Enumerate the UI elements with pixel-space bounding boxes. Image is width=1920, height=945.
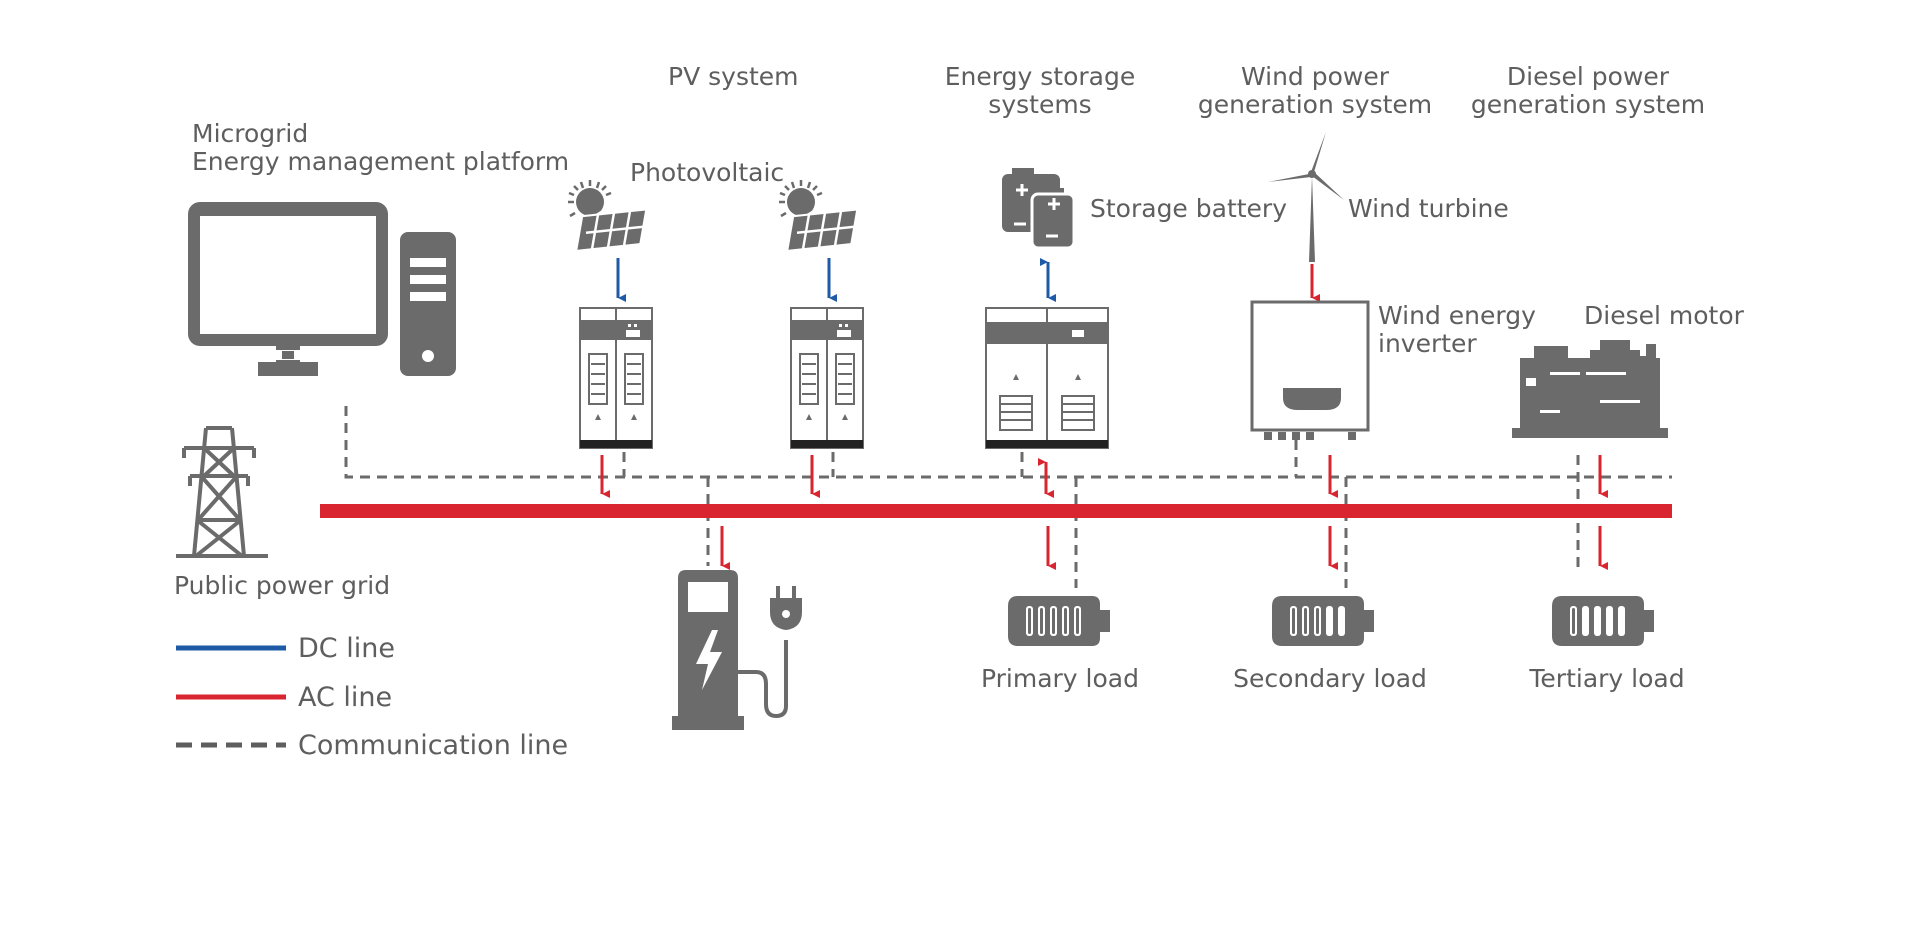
power-tower-icon	[176, 426, 268, 558]
solar-panel-icon	[777, 178, 863, 253]
battery-icon	[1002, 168, 1076, 250]
load-icon	[1272, 596, 1374, 646]
wind-inverter-label-line1: Wind energy	[1378, 301, 1536, 330]
ems-label-line2: Energy management platform	[192, 147, 570, 176]
diesel-label-line1: Diesel power	[1506, 62, 1670, 91]
ev-charger-icon	[672, 570, 788, 730]
diesel-generator-icon	[1512, 340, 1668, 438]
public-grid-label: Public power grid	[174, 571, 391, 600]
wind-inverter-label-line2: inverter	[1378, 329, 1477, 358]
wind-turbine-label: Wind turbine	[1348, 194, 1509, 223]
tertiary-load-label: Tertiary load	[1529, 664, 1685, 693]
diesel-motor-label: Diesel motor	[1584, 301, 1744, 330]
diesel-label-line2: generation system	[1470, 90, 1706, 119]
pc-tower-icon	[400, 232, 456, 376]
load-icon	[1552, 596, 1654, 646]
pv-inverter-cabinet	[579, 307, 653, 449]
ess-label-line1: Energy storage	[944, 62, 1136, 91]
pv-inverter-cabinet	[790, 307, 864, 449]
wind-label-line2: generation system	[1197, 90, 1433, 119]
pv-system-label: PV system	[668, 62, 799, 91]
legend-dc-label: DC line	[298, 633, 395, 664]
storage-battery-label: Storage battery	[1090, 194, 1288, 223]
primary-load-label: Primary load	[981, 664, 1139, 693]
load-icon	[1008, 596, 1110, 646]
wind-turbine-icon	[1268, 132, 1344, 262]
ac-arrows	[600, 264, 1608, 570]
ems-label-line1: Microgrid	[192, 119, 309, 148]
legend-ac-label: AC line	[298, 682, 393, 713]
photovoltaic-label: Photovoltaic	[630, 158, 785, 187]
legend-comm-label: Communication line	[298, 730, 569, 761]
plug-icon	[770, 586, 802, 630]
inverter-icon	[1250, 300, 1370, 440]
solar-panel-icon	[566, 178, 652, 253]
secondary-load-label: Secondary load	[1233, 664, 1427, 693]
ess-label-line2: systems	[988, 90, 1092, 119]
storage-converter-cabinet	[985, 307, 1109, 449]
dc-arrows	[616, 258, 1056, 302]
ac-bus	[320, 504, 1672, 518]
wind-label-line1: Wind power	[1240, 62, 1390, 91]
computer-monitor-icon	[188, 202, 388, 376]
